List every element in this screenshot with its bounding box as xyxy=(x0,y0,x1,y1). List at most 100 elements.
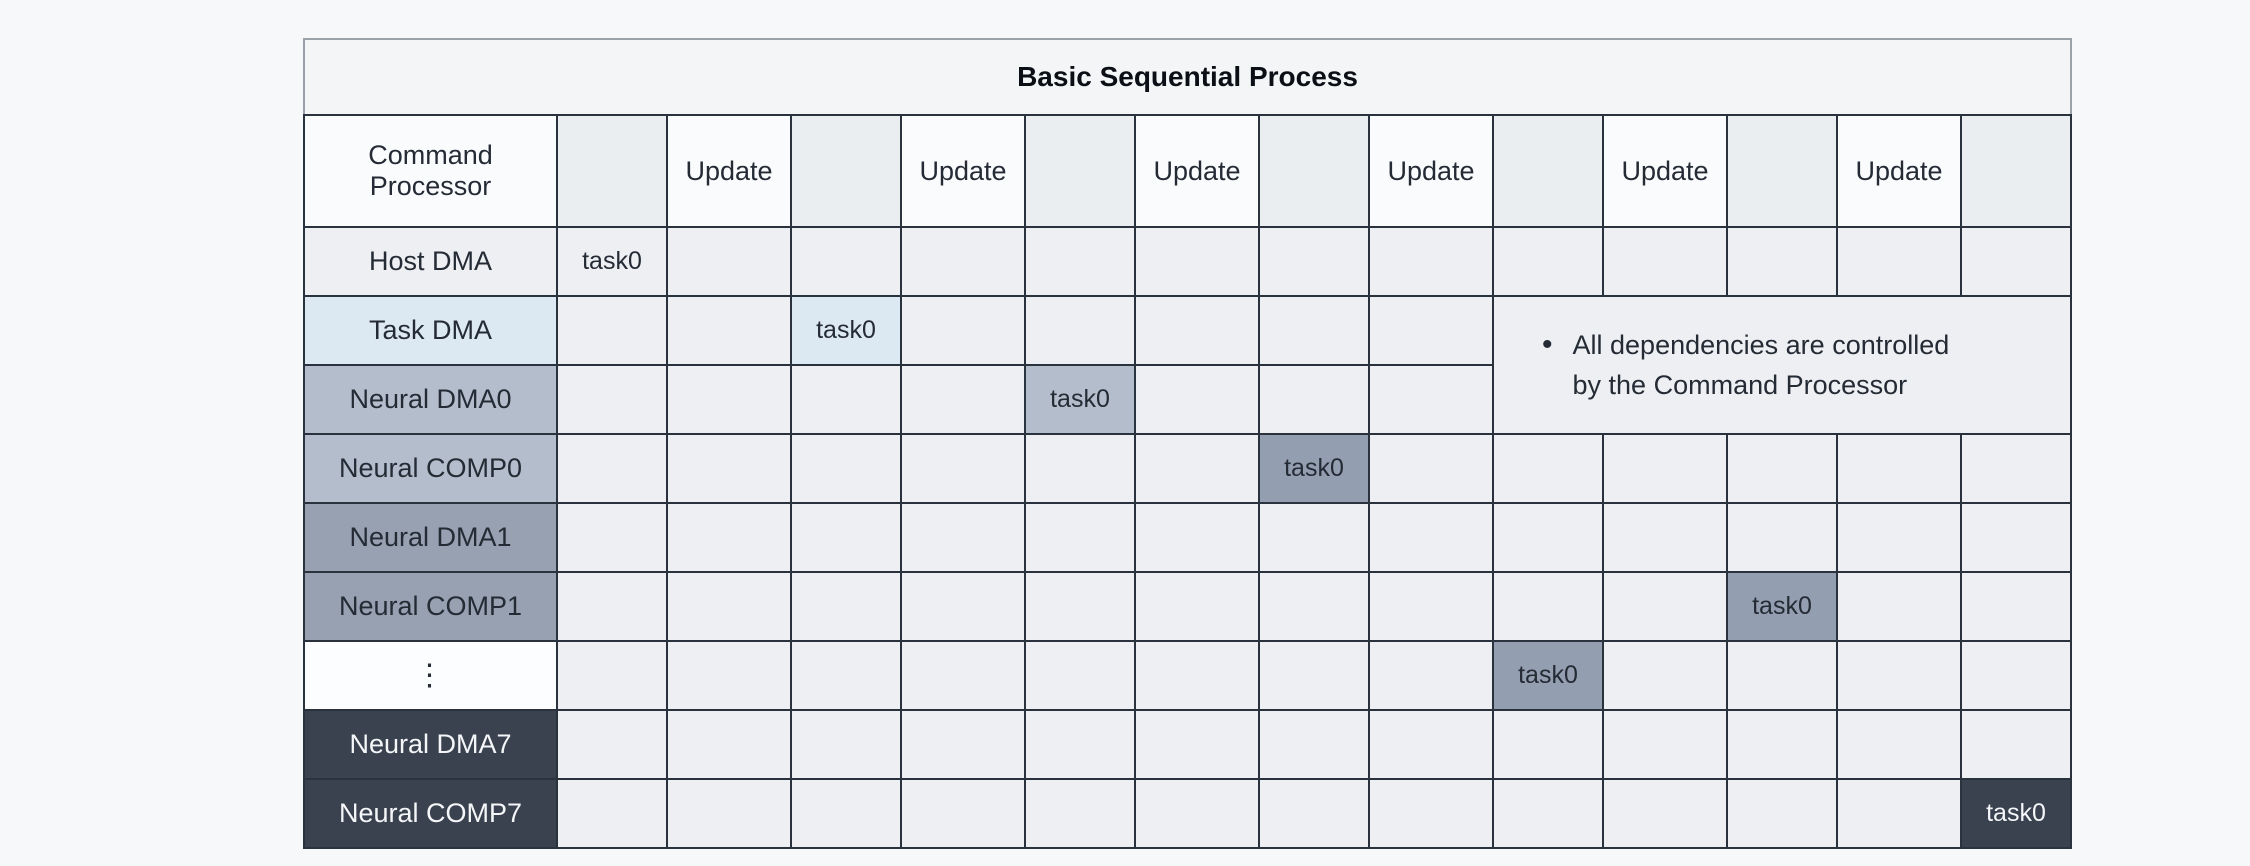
grid-cell xyxy=(1368,295,1494,366)
grid-cell xyxy=(900,295,1026,366)
row-label: Neural COMP1 xyxy=(303,571,558,642)
table-row: Neural COMP0 task0 xyxy=(303,433,2072,504)
header-spacer-cell xyxy=(556,114,668,228)
grid-cell xyxy=(1726,502,1838,573)
row-label: Neural COMP7 xyxy=(303,778,558,849)
grid-cell xyxy=(556,433,668,504)
grid-cell xyxy=(1024,502,1136,573)
grid-cell xyxy=(900,571,1026,642)
table-row: Neural DMA1 xyxy=(303,502,2072,573)
grid-cell xyxy=(1836,502,1962,573)
task-cell: task0 xyxy=(1258,433,1370,504)
grid-cell xyxy=(1726,226,1838,297)
grid-cell xyxy=(1836,571,1962,642)
grid-cell xyxy=(1960,433,2072,504)
grid-cell xyxy=(790,709,902,780)
grid-cell xyxy=(556,571,668,642)
header-row: Command Processor Update Update Update Updat… xyxy=(303,114,2072,228)
row-label: Neural DMA1 xyxy=(303,502,558,573)
grid-cell xyxy=(1258,364,1370,435)
grid-cell xyxy=(1368,502,1494,573)
header-spacer-cell xyxy=(1960,114,2072,228)
grid-cell xyxy=(1024,226,1136,297)
grid-cell xyxy=(1726,709,1838,780)
grid-cell xyxy=(1134,226,1260,297)
grid-cell xyxy=(790,640,902,711)
grid-cell xyxy=(1024,295,1136,366)
grid-cell xyxy=(1602,502,1728,573)
table-row: Neural COMP7 task0 xyxy=(303,778,2072,849)
grid-cell xyxy=(1368,778,1494,849)
grid-cell xyxy=(1134,640,1260,711)
grid-cell xyxy=(1258,502,1370,573)
grid-cell xyxy=(1134,502,1260,573)
grid-cell xyxy=(1960,709,2072,780)
diagram-title: Basic Sequential Process xyxy=(303,38,2072,116)
grid-cell xyxy=(1134,295,1260,366)
note-line-1: All dependencies are controlled xyxy=(1572,330,1950,360)
header-spacer-cell xyxy=(1726,114,1838,228)
row-label: Host DMA xyxy=(303,226,558,297)
grid-cell xyxy=(1492,433,1604,504)
bullet-marker: • xyxy=(1542,328,1553,361)
command-processor-label: Command Processor xyxy=(303,114,558,228)
grid-cell xyxy=(666,571,792,642)
grid-cell xyxy=(1602,778,1728,849)
grid-cell xyxy=(1602,709,1728,780)
task-cell: task0 xyxy=(556,226,668,297)
grid-cell xyxy=(1492,778,1604,849)
row-label: Neural COMP0 xyxy=(303,433,558,504)
grid-cell xyxy=(1258,709,1370,780)
header-spacer-cell xyxy=(790,114,902,228)
grid-cell xyxy=(900,640,1026,711)
header-update-cell: Update xyxy=(666,114,792,228)
header-spacer-cell xyxy=(1024,114,1136,228)
grid-cell xyxy=(1726,640,1838,711)
grid-cell xyxy=(1726,433,1838,504)
grid-cell xyxy=(556,295,668,366)
grid-cell xyxy=(666,778,792,849)
table-row: Neural COMP1 task0 xyxy=(303,571,2072,642)
grid-cell xyxy=(900,502,1026,573)
grid-cell xyxy=(556,778,668,849)
grid-cell xyxy=(1368,709,1494,780)
grid-cell xyxy=(1492,502,1604,573)
grid-cell xyxy=(666,364,792,435)
grid-cell xyxy=(900,433,1026,504)
grid-cell xyxy=(900,709,1026,780)
grid-cell xyxy=(1836,778,1962,849)
grid-cell xyxy=(1134,778,1260,849)
table-row: Neural DMA7 xyxy=(303,709,2072,780)
grid-cell xyxy=(1492,226,1604,297)
grid-cell xyxy=(1134,364,1260,435)
grid-cell xyxy=(666,709,792,780)
header-update-cell: Update xyxy=(1836,114,1962,228)
task-cell: task0 xyxy=(1726,571,1838,642)
grid-cell xyxy=(790,571,902,642)
header-update-cell: Update xyxy=(1368,114,1494,228)
task-cell: task0 xyxy=(1960,778,2072,849)
grid-cell xyxy=(1836,433,1962,504)
grid-cell xyxy=(1836,709,1962,780)
grid-cell xyxy=(1368,364,1494,435)
task-cell: task0 xyxy=(1024,364,1136,435)
grid-cell xyxy=(666,226,792,297)
header-update-cell: Update xyxy=(1134,114,1260,228)
grid-cell xyxy=(1258,571,1370,642)
grid-cell xyxy=(1960,226,2072,297)
grid-cell xyxy=(1024,778,1136,849)
table-row: ⋮task0 xyxy=(303,640,2072,711)
grid-cell xyxy=(790,433,902,504)
grid-cell xyxy=(666,640,792,711)
header-spacer-cell xyxy=(1492,114,1604,228)
header-update-cell: Update xyxy=(900,114,1026,228)
grid-cell xyxy=(1024,571,1136,642)
grid-cell xyxy=(790,364,902,435)
grid-cell xyxy=(1368,571,1494,642)
ellipsis-label: ⋮ xyxy=(303,640,558,711)
grid-cell xyxy=(1602,433,1728,504)
grid-cell xyxy=(1492,709,1604,780)
grid-cell xyxy=(1024,709,1136,780)
